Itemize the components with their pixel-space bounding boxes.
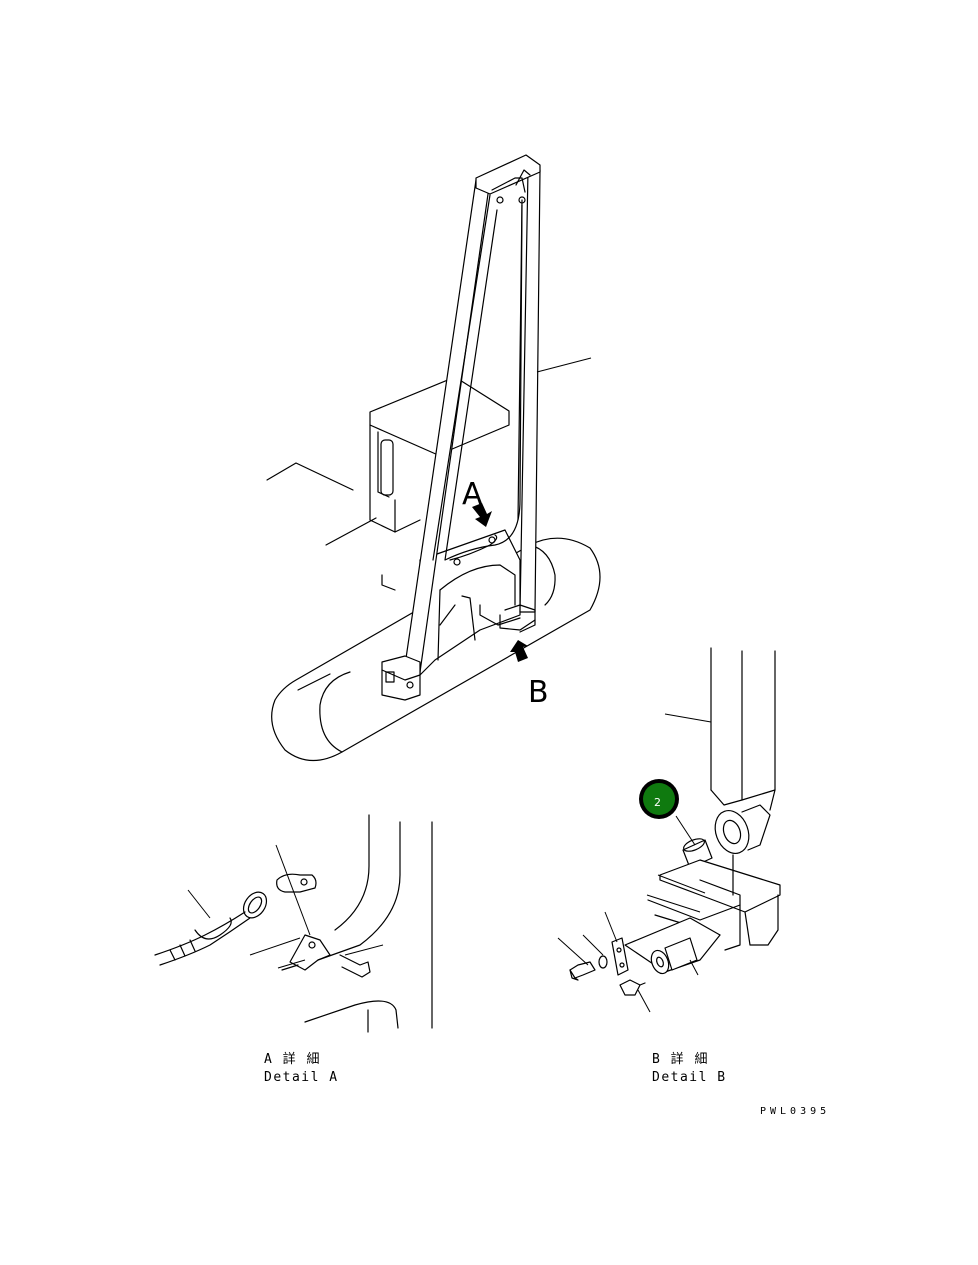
- main-assembly-view: A B: [266, 154, 601, 762]
- view-b-label: B: [528, 675, 549, 710]
- callout-2[interactable]: 2: [639, 779, 679, 819]
- callout-fill: [643, 783, 675, 815]
- detail-b-caption-jp: B 詳 細: [652, 1051, 709, 1067]
- detail-a-caption-jp: A 詳 細: [264, 1051, 321, 1067]
- arrow-a-icon: [472, 503, 492, 527]
- view-a-label: A: [462, 477, 483, 512]
- drawing-code: PWL0395: [760, 1106, 830, 1117]
- detail-b-caption-en: Detail B: [652, 1070, 727, 1085]
- detail-a-view: A 詳 細 Detail A: [154, 814, 433, 1085]
- leader-rear-post: [536, 357, 592, 373]
- detail-a-caption-en: Detail A: [264, 1070, 339, 1085]
- arrow-b-icon: [510, 640, 528, 662]
- guard-top-cap: [475, 154, 541, 195]
- callout-number: 2: [654, 796, 661, 809]
- detail-b-view: 2 B 詳 細 Detail B: [557, 647, 781, 1085]
